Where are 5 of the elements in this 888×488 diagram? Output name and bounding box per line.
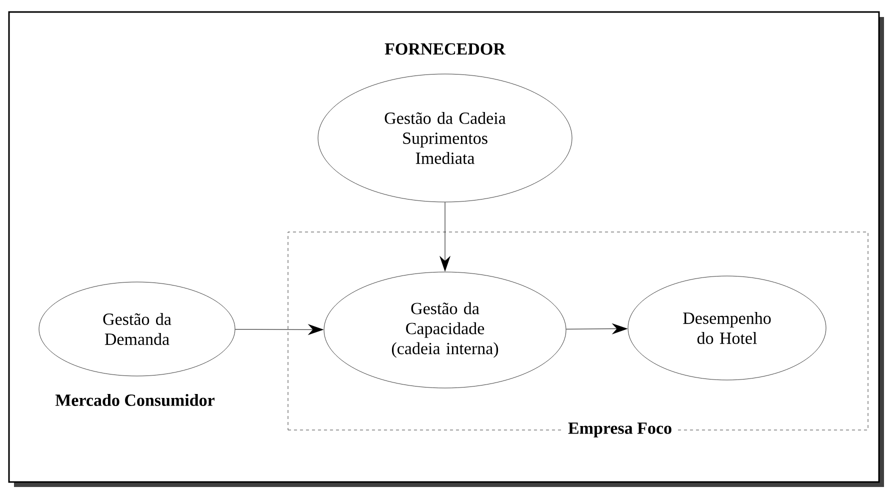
arrow — [440, 202, 450, 272]
arrow — [234, 324, 324, 335]
heading-label: Mercado Consumidor — [55, 394, 214, 406]
arrow — [566, 324, 628, 334]
heading-label: FORNECEDOR — [384, 43, 506, 55]
